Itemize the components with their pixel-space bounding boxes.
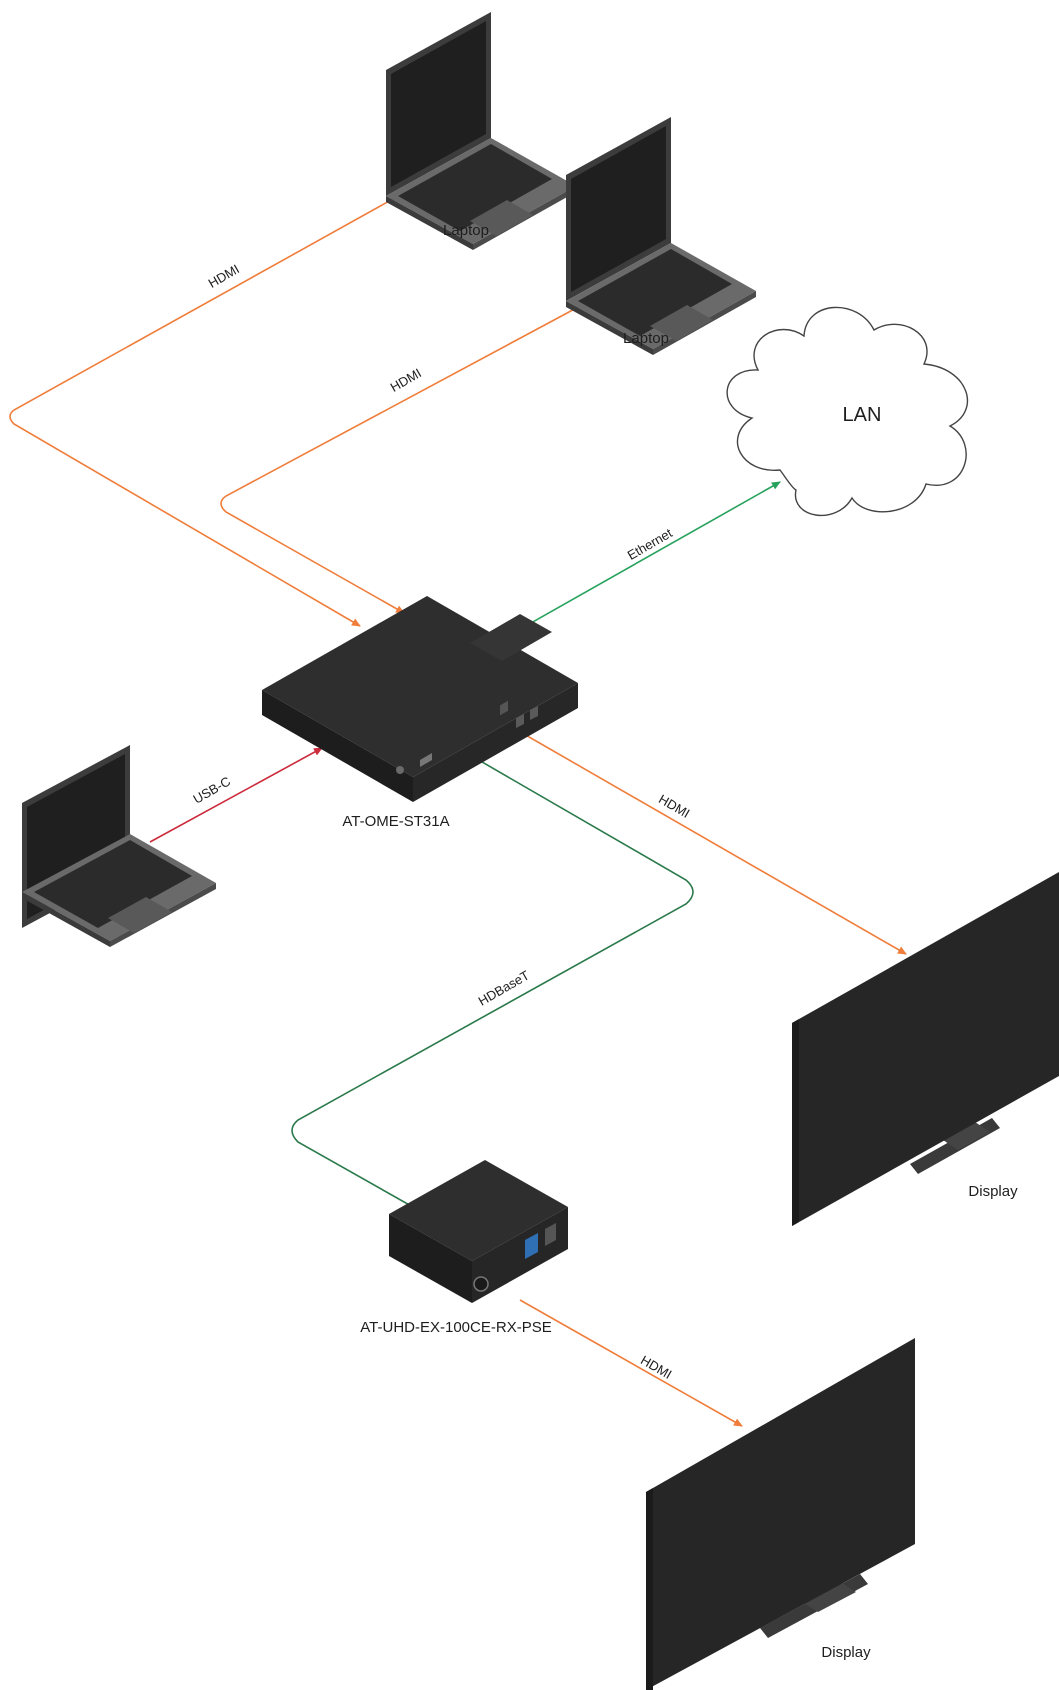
laptop-icon (566, 117, 756, 355)
laptop-2-label: Laptop (623, 330, 669, 347)
hdmi-cable-laptop-1 (9, 184, 419, 627)
laptop-1-label: Laptop (443, 222, 489, 239)
lan-label: LAN (843, 404, 882, 426)
switcher-box-icon (262, 596, 578, 802)
hdbaset-cable (291, 754, 694, 1221)
laptop-icon (22, 745, 216, 947)
laptop-icon (386, 12, 576, 250)
usbc-cable (149, 747, 323, 843)
hdmi-cable-laptop-2 (220, 289, 611, 614)
hdbaset-label: HDBaseT (476, 967, 532, 1008)
ethernet-cable (507, 481, 781, 637)
display-2-label: Display (821, 1644, 871, 1661)
hdmi-display-1-label: HDMI (656, 791, 692, 821)
display-1-label: Display (968, 1183, 1018, 1200)
ethernet-label: Ethernet (625, 525, 675, 563)
hdmi-cable-display-2 (519, 1299, 743, 1427)
switcher-label: AT-OME-ST31A (342, 813, 449, 830)
hdmi-cable-display-1 (509, 725, 907, 955)
usbc-label: USB-C (190, 773, 233, 806)
display-icon (792, 872, 1059, 1226)
receiver-box-icon (389, 1160, 568, 1303)
hdmi-laptop-2-label: HDMI (388, 365, 424, 395)
receiver-label: AT-UHD-EX-100CE-RX-PSE (360, 1319, 551, 1336)
cloud-icon (726, 306, 968, 517)
display-icon (646, 1338, 915, 1690)
